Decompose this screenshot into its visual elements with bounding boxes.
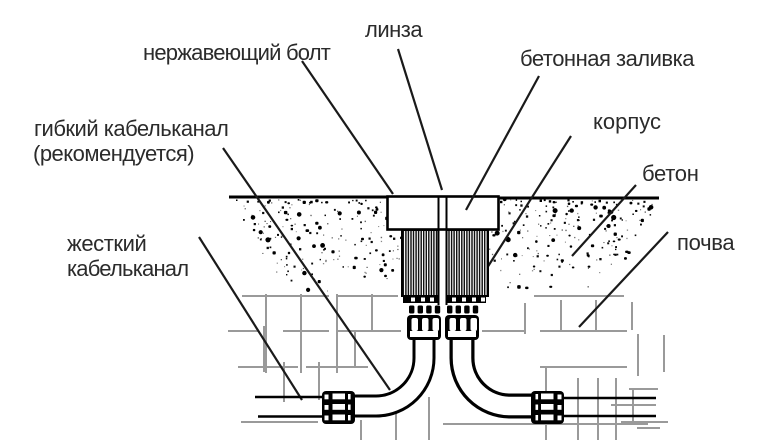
svg-text:корпус: корпус: [593, 109, 661, 134]
svg-text:кабельканал: кабельканал: [67, 256, 188, 281]
svg-text:(рекомендуется): (рекомендуется): [33, 141, 194, 166]
svg-text:бетонная заливка: бетонная заливка: [520, 46, 695, 71]
svg-text:нержавеющий болт: нержавеющий болт: [143, 40, 331, 65]
svg-text:жесткий: жесткий: [67, 231, 146, 256]
svg-text:почва: почва: [677, 230, 735, 255]
svg-text:линза: линза: [365, 17, 423, 42]
svg-text:гибкий кабельканал: гибкий кабельканал: [34, 116, 228, 141]
svg-text:бетон: бетон: [642, 161, 699, 186]
